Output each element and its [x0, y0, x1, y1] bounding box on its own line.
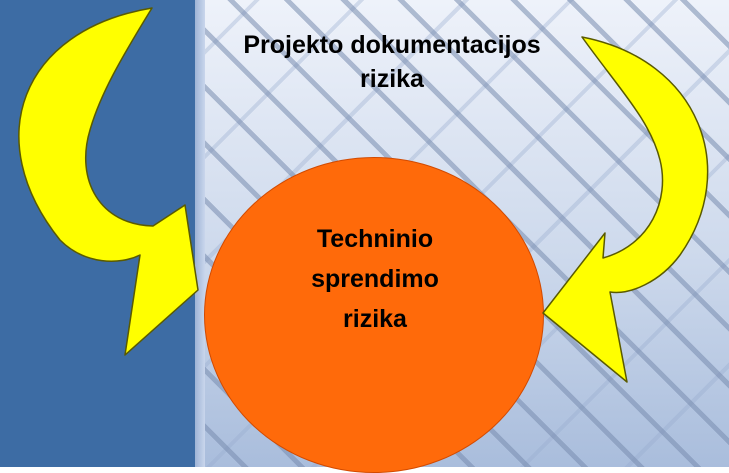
diagram-title: Projekto dokumentacijos rizika [196, 28, 588, 96]
left-curved-arrow-icon [18, 7, 199, 356]
right-curved-arrow-icon [542, 36, 709, 383]
center-label-line-1: Techninio [316, 225, 434, 253]
center-label: Techninio sprendimo rizika [300, 219, 450, 339]
diagram-title-line-1: Projekto dokumentacijos [243, 31, 541, 59]
diagram-title-line-2: rizika [360, 65, 424, 93]
panel-divider [195, 0, 205, 467]
center-circle [204, 157, 544, 473]
center-label-line-2: sprendimo [311, 265, 439, 293]
center-label-line-3: rizika [343, 305, 407, 333]
